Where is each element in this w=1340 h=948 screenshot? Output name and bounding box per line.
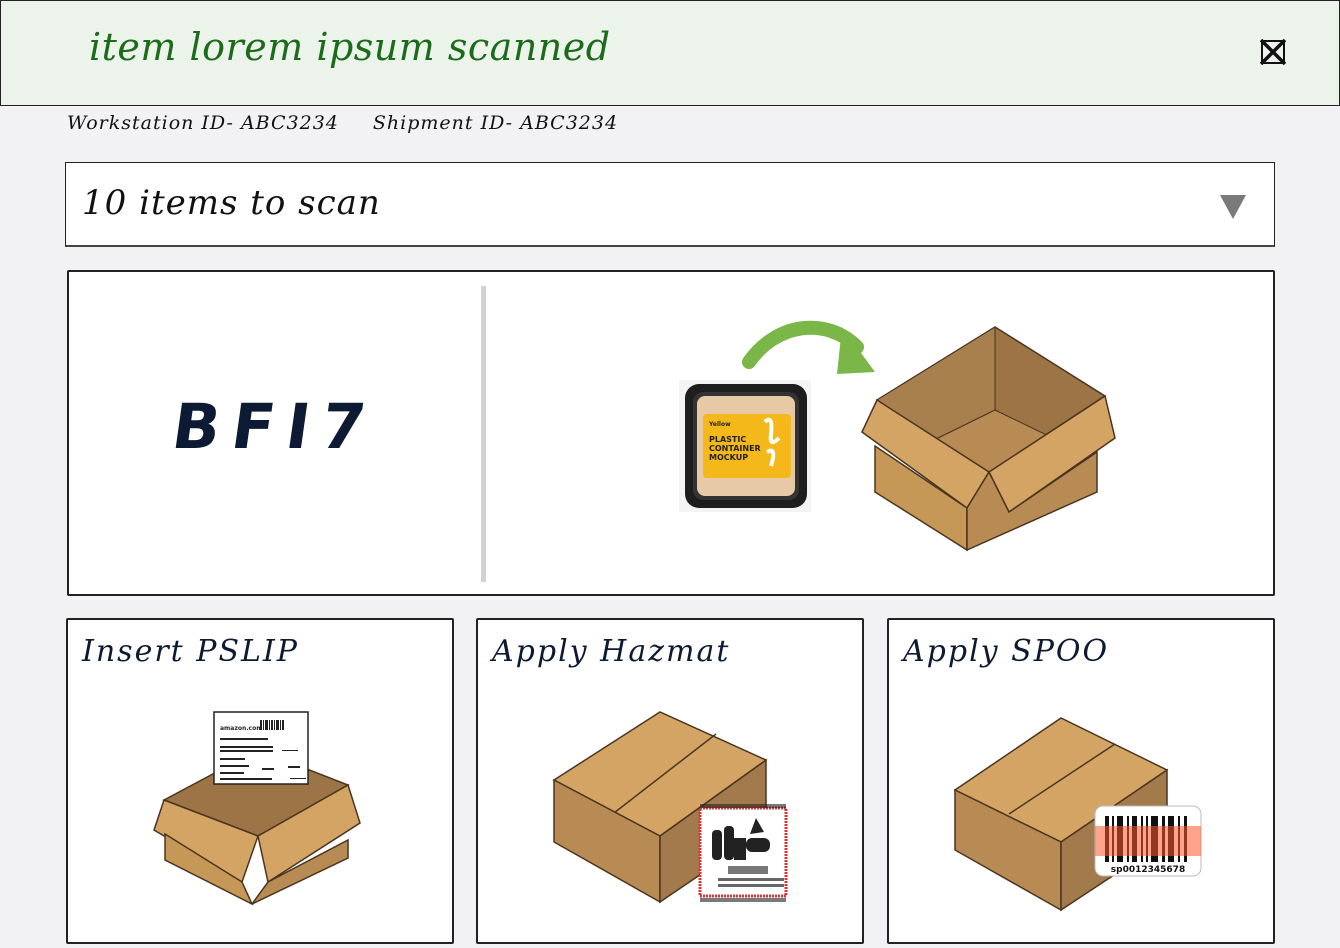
- task-card-apply-hazmat[interactable]: Apply Hazmat: [476, 618, 864, 944]
- current-item-panel: BFI7 Yellow PLASTIC CONTAINER MOCKUP: [67, 270, 1275, 596]
- card-title: Apply SPOO: [903, 634, 1110, 669]
- item-location-code: BFI7: [167, 390, 382, 463]
- dropdown-selected-value: 10 items to scan: [82, 183, 381, 223]
- item-into-box-icon: Yellow PLASTIC CONTAINER MOCKUP: [679, 320, 1116, 552]
- box-with-hazmat-label-icon: [552, 711, 788, 904]
- panel-divider: [481, 286, 486, 582]
- svg-text:PLASTIC: PLASTIC: [709, 435, 746, 444]
- barcode-text: sp0012345678: [1111, 865, 1185, 875]
- box-with-barcode-label-icon: sp0012345678: [953, 717, 1202, 912]
- scan-success-toast: item lorem ipsum scanned: [0, 0, 1340, 106]
- caret-down-icon[interactable]: [1220, 195, 1246, 219]
- svg-text:MOCKUP: MOCKUP: [709, 453, 748, 462]
- card-title: Apply Hazmat: [492, 634, 731, 669]
- task-card-apply-spoo[interactable]: Apply SPOO sp0012345678: [887, 618, 1275, 944]
- ids-row: Workstation ID- ABC3234 Shipment ID- ABC…: [67, 112, 618, 134]
- shipment-id: Shipment ID- ABC3234: [372, 112, 619, 134]
- svg-text:CONTAINER: CONTAINER: [709, 444, 761, 453]
- workstation-id: Workstation ID- ABC3234: [67, 112, 339, 134]
- toast-message: item lorem ipsum scanned: [89, 25, 611, 69]
- card-title: Insert PSLIP: [82, 634, 299, 669]
- close-toast-button[interactable]: [1259, 38, 1287, 66]
- svg-text:Yellow: Yellow: [708, 421, 731, 428]
- svg-text:amazon.com: amazon.com: [220, 725, 262, 732]
- task-card-insert-pslip[interactable]: Insert PSLIP amazon.com: [66, 618, 454, 944]
- items-to-scan-dropdown[interactable]: 10 items to scan: [65, 162, 1275, 247]
- close-box-icon: [1259, 38, 1287, 66]
- item-into-box-illustration: Yellow PLASTIC CONTAINER MOCKUP: [677, 312, 1127, 556]
- box-with-packing-slip-icon: amazon.com: [153, 711, 361, 906]
